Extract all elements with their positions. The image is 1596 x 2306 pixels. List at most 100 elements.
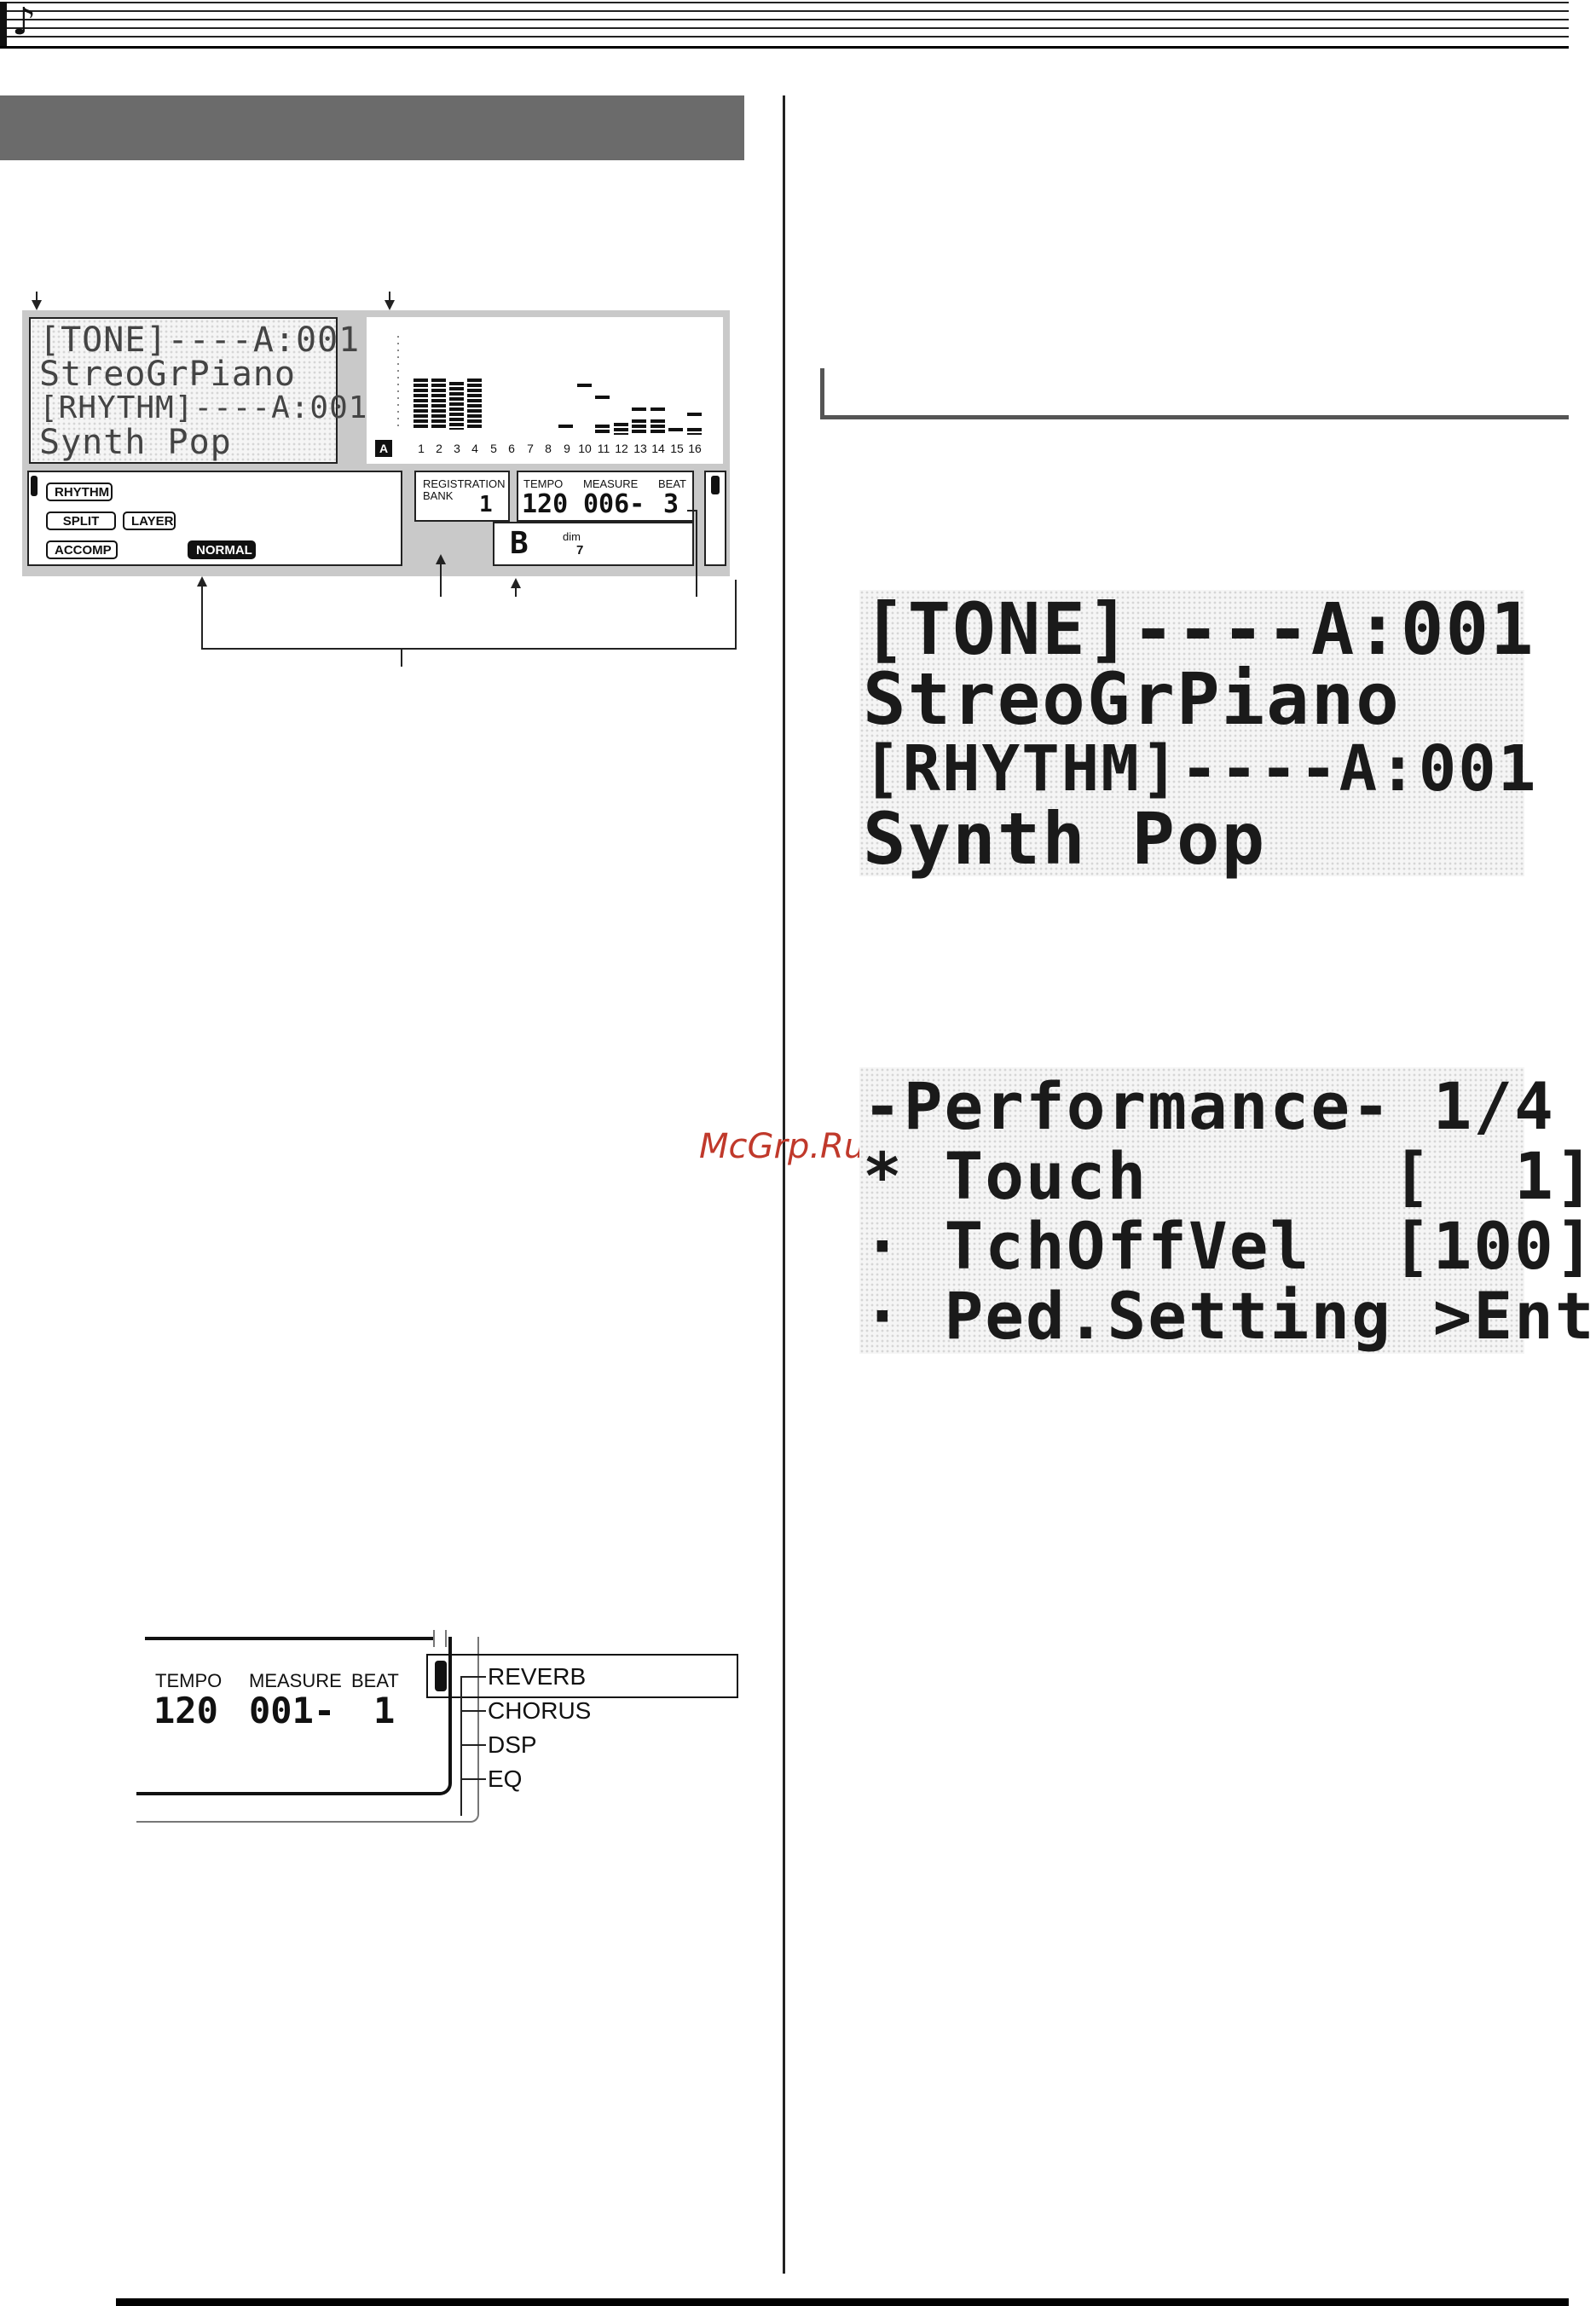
channel-number: 8 bbox=[545, 442, 552, 455]
callout-arrow bbox=[436, 554, 446, 597]
watermark: McGrp.Ru bbox=[699, 1127, 866, 1166]
registration-bank-panel: REGISTRATION BANK 1 bbox=[414, 471, 510, 522]
staff-line bbox=[0, 36, 1569, 38]
channel-number: 15 bbox=[670, 442, 684, 455]
registration-bank-value: 1 bbox=[479, 492, 493, 517]
performance-menu-screen: -Performance- 1/4 * Touch [ 1] · TchOffV… bbox=[859, 1067, 1594, 1354]
screen-line: Synth Pop bbox=[863, 797, 1267, 881]
channel-level-bar bbox=[632, 419, 646, 435]
screen-line: -Performance- 1/4 bbox=[863, 1068, 1555, 1144]
tempo-label: TEMPO bbox=[523, 477, 564, 490]
staff-line bbox=[0, 10, 1569, 12]
channel-level-bar bbox=[614, 423, 628, 435]
channel-level-bar bbox=[595, 425, 610, 435]
channel-level-bar bbox=[687, 428, 702, 435]
lcd-text-area: [TONE]----A:001 StreoGrPiano [RHYTHM]---… bbox=[29, 317, 367, 464]
panel-outline bbox=[136, 1637, 452, 1795]
effect-marker bbox=[435, 1661, 447, 1691]
reverb-label: REVERB bbox=[488, 1663, 587, 1690]
accomp-indicator: ACCOMP bbox=[46, 540, 118, 559]
channel-level-bar bbox=[449, 382, 464, 430]
leader-tick bbox=[433, 1630, 435, 1647]
channel-level-bar bbox=[651, 407, 665, 411]
channel-level-bar bbox=[595, 396, 610, 399]
bank-label: BANK bbox=[423, 489, 454, 502]
channel-number: 3 bbox=[454, 442, 460, 455]
dsp-label: DSP bbox=[488, 1731, 537, 1758]
callout-bracket bbox=[201, 648, 737, 650]
lcd-text-line: Synth Pop bbox=[39, 423, 232, 462]
lcd-indicator-area: RHYTHM SPLIT LAYER ACCOMP NORMAL bbox=[27, 471, 402, 566]
lcd-display-diagram: [TONE]----A:001 StreoGrPiano [RHYTHM]---… bbox=[22, 310, 730, 576]
beat-label: BEAT bbox=[658, 477, 686, 490]
channel-level-bar bbox=[431, 379, 446, 430]
effect-marker bbox=[711, 476, 720, 494]
channel-number: 6 bbox=[508, 442, 515, 455]
subsection-heading-frame bbox=[820, 368, 1569, 419]
channel-level-bar bbox=[632, 407, 646, 411]
channel-level-bar bbox=[558, 425, 573, 428]
channel-number: 13 bbox=[633, 442, 647, 455]
measure-label: MEASURE bbox=[249, 1670, 342, 1691]
leader-line bbox=[460, 1676, 462, 1816]
screen-line: * Touch [ 1] bbox=[863, 1138, 1596, 1214]
channel-level-bar bbox=[687, 413, 702, 416]
lcd-text-line: [TONE]----A:001 bbox=[39, 321, 361, 360]
leader-line bbox=[460, 1744, 486, 1746]
lcd-text-line: StreoGrPiano bbox=[39, 355, 296, 394]
measure-value: 001- bbox=[249, 1690, 336, 1731]
channel-number: 9 bbox=[564, 442, 570, 455]
chord-type: dim bbox=[563, 530, 581, 543]
leader-line bbox=[460, 1778, 486, 1780]
chord-type-number: 7 bbox=[576, 543, 584, 558]
beat-value: 1 bbox=[373, 1690, 396, 1731]
lcd-text-line: [RHYTHM]----A:001 bbox=[39, 390, 368, 425]
leader-line bbox=[460, 1710, 486, 1712]
channel-number: 1 bbox=[418, 442, 425, 455]
normal-indicator: NORMAL bbox=[188, 540, 256, 559]
channel-number: 10 bbox=[578, 442, 592, 455]
callout-bracket bbox=[401, 648, 402, 667]
channel-number: 4 bbox=[471, 442, 478, 455]
screen-line: [RHYTHM]----A:001 bbox=[863, 732, 1538, 806]
staff-line bbox=[0, 27, 1569, 29]
panel-top-edge bbox=[145, 1637, 435, 1640]
channel-number: 2 bbox=[436, 442, 442, 455]
staff-bottom-rule bbox=[0, 46, 1569, 49]
registration-label: REGISTRATION bbox=[423, 477, 506, 490]
section-title-bar bbox=[0, 95, 744, 160]
tempo-value: 120 bbox=[522, 489, 569, 519]
rhythm-indicator: RHYTHM bbox=[46, 483, 113, 501]
callout-arrow bbox=[385, 292, 395, 310]
callout-line bbox=[696, 510, 697, 597]
effect-indicator-diagram: TEMPO MEASURE BEAT 120 001- 1 REVERB CHO… bbox=[136, 1630, 738, 1833]
callout-line bbox=[687, 510, 697, 511]
tempo-label: TEMPO bbox=[155, 1670, 223, 1691]
channel-level-bar bbox=[651, 419, 665, 435]
channel-number: 11 bbox=[597, 442, 610, 455]
leader-tick bbox=[445, 1630, 447, 1647]
channel-number: 14 bbox=[651, 442, 665, 455]
channel-number: 12 bbox=[615, 442, 628, 455]
music-staff-header: ♪ bbox=[0, 0, 1569, 51]
column-divider bbox=[783, 95, 785, 2274]
channel-number: 7 bbox=[527, 442, 534, 455]
reverb-highlight-box bbox=[426, 1654, 738, 1698]
leader-line bbox=[460, 1676, 486, 1678]
callout-arrow bbox=[197, 576, 207, 650]
panel-bezel bbox=[136, 1637, 479, 1823]
tempo-value: 120 bbox=[153, 1690, 218, 1731]
footer-rule bbox=[116, 2298, 1569, 2306]
chord-panel: B dim 7 bbox=[493, 522, 694, 566]
staff-line bbox=[0, 19, 1569, 20]
screen-line: · TchOffVel [100] bbox=[863, 1208, 1596, 1284]
meter-scale bbox=[397, 336, 399, 430]
screen-line: StreoGrPiano bbox=[863, 657, 1401, 741]
channel-number: 16 bbox=[688, 442, 702, 455]
chord-root: B bbox=[510, 526, 529, 561]
tempo-measure-beat-panel: TEMPO MEASURE BEAT 120 006- 3 bbox=[517, 471, 694, 522]
tone-rhythm-screen: [TONE]----A:001 StreoGrPiano [RHYTHM]---… bbox=[859, 590, 1535, 881]
lcd-marker bbox=[31, 476, 38, 496]
layer-indicator: LAYER bbox=[123, 511, 176, 530]
mode-indicator: A bbox=[375, 440, 392, 457]
